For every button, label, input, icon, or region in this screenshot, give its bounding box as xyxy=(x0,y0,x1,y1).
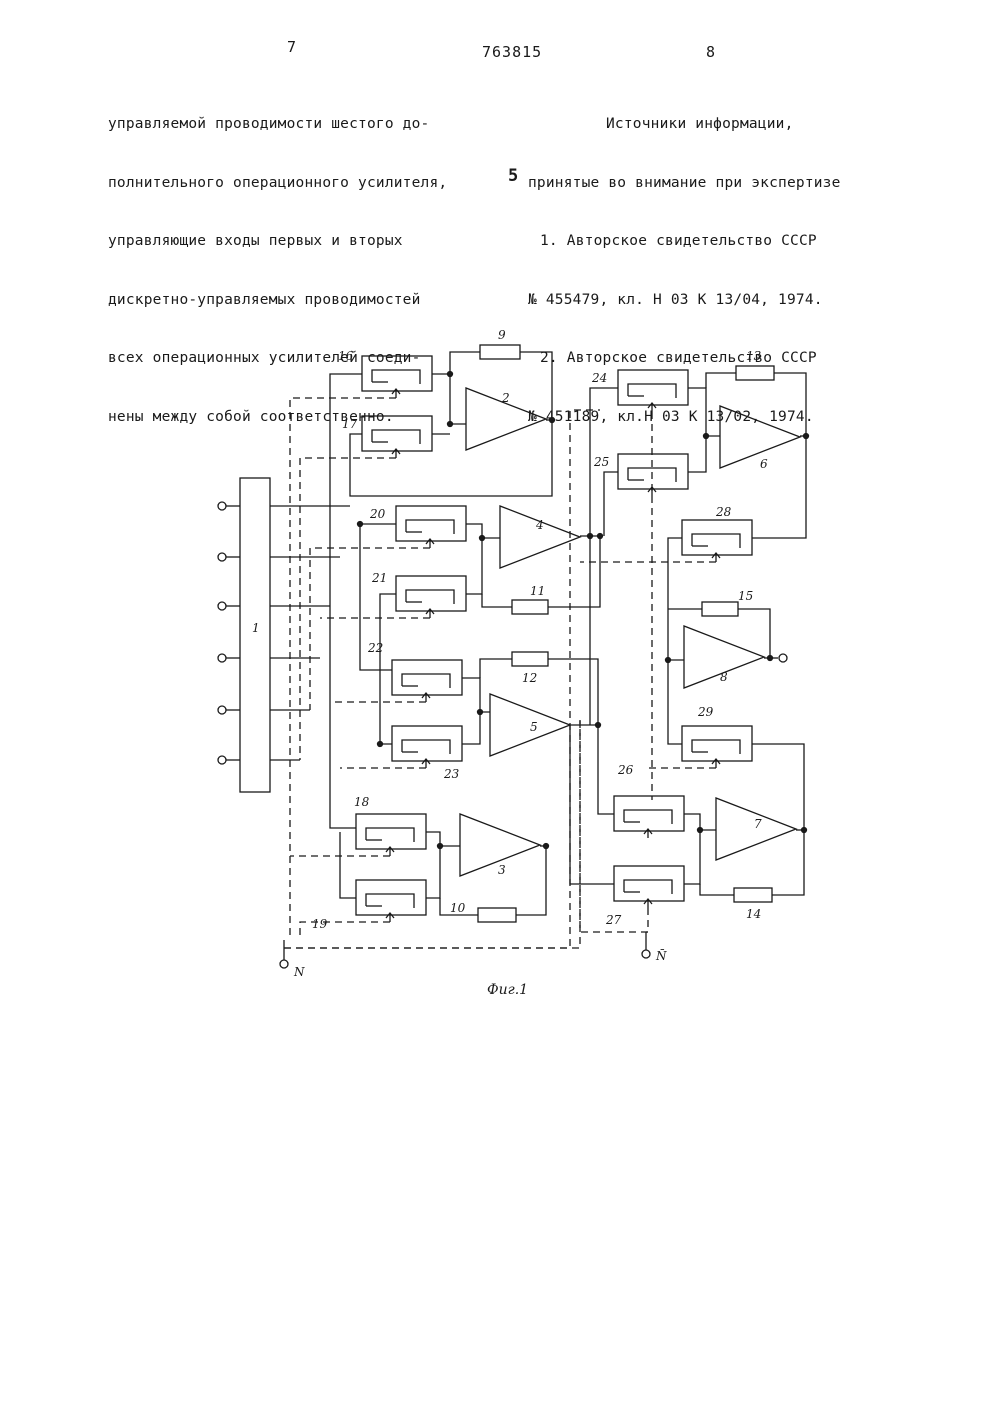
op-amp-4 xyxy=(500,506,580,568)
svg-text:28: 28 xyxy=(715,505,732,519)
svg-text:7: 7 xyxy=(754,817,762,831)
svg-text:19: 19 xyxy=(312,917,328,931)
svg-text:26: 26 xyxy=(617,763,634,777)
circuit-schematic: 1 2 4 5 3 6 8 7 9 10 11 12 13 14 15 16 1… xyxy=(200,320,820,1000)
page-number-right: 8 xyxy=(706,43,716,61)
resistor-13 xyxy=(736,366,774,380)
svg-text:20: 20 xyxy=(369,507,386,521)
svg-text:12: 12 xyxy=(522,671,537,685)
references-subtitle: принятые во внимание при экспертизе xyxy=(522,174,841,194)
svg-text:11: 11 xyxy=(530,584,545,598)
patent-number: 763815 xyxy=(482,43,542,61)
svg-text:6: 6 xyxy=(760,457,768,471)
svg-text:22: 22 xyxy=(367,641,383,655)
svg-text:3: 3 xyxy=(498,863,506,877)
circuit-diagram: 1 2 4 5 3 6 8 7 9 10 11 12 13 14 15 16 1… xyxy=(200,320,820,1000)
svg-text:16: 16 xyxy=(338,349,354,363)
svg-text:5: 5 xyxy=(530,720,538,734)
svg-text:21: 21 xyxy=(371,571,387,585)
svg-text:2: 2 xyxy=(501,391,510,405)
conductance-22 xyxy=(392,660,462,702)
page-number-left: 7 xyxy=(287,38,297,56)
svg-text:N̄: N̄ xyxy=(655,948,667,963)
conductance-26 xyxy=(614,796,684,838)
resistor-12 xyxy=(512,652,548,666)
resistor-14 xyxy=(734,888,772,902)
resistor-10 xyxy=(478,908,516,922)
conductance-20 xyxy=(396,506,466,548)
svg-text:1: 1 xyxy=(252,621,260,635)
input-terminals xyxy=(218,502,240,764)
resistor-9 xyxy=(480,345,520,359)
svg-text:27: 27 xyxy=(605,913,622,927)
conductance-24 xyxy=(618,370,688,412)
reference-item: № 455479, кл. Н 03 К 13/04, 1974. xyxy=(522,291,841,311)
text-line: полнительного операционного усилителя, xyxy=(108,174,447,194)
conductance-28 xyxy=(682,520,752,562)
svg-text:29: 29 xyxy=(697,705,714,719)
svg-text:18: 18 xyxy=(354,795,370,809)
resistor-11 xyxy=(512,600,548,614)
text-line: дискретно-управляемых проводимостей xyxy=(108,291,447,311)
figure-caption: Фиг.1 xyxy=(487,982,528,998)
conductance-27 xyxy=(614,866,684,908)
conductance-19 xyxy=(356,880,426,922)
svg-text:10: 10 xyxy=(450,901,466,915)
svg-text:9: 9 xyxy=(498,328,506,342)
svg-text:14: 14 xyxy=(746,907,761,921)
text-line: управляемой проводимости шестого до- xyxy=(108,115,447,135)
conductance-18 xyxy=(356,814,426,856)
conductance-25 xyxy=(618,454,688,496)
conductance-21 xyxy=(396,576,466,618)
block-1 xyxy=(240,478,270,792)
resistor-15 xyxy=(702,602,738,616)
references-title: Источники информации, xyxy=(522,115,841,135)
conductance-17 xyxy=(362,416,432,458)
svg-text:25: 25 xyxy=(593,455,609,469)
svg-text:15: 15 xyxy=(738,589,753,603)
reference-item: 1. Авторское свидетельство СССР xyxy=(522,232,841,252)
line-number-marker: 5 xyxy=(508,166,518,186)
svg-text:N: N xyxy=(293,965,305,979)
conductance-23 xyxy=(392,726,462,768)
conductance-29 xyxy=(682,726,752,768)
svg-text:24: 24 xyxy=(591,371,607,385)
text-line: управляющие входы первых и вторых xyxy=(108,232,447,252)
svg-text:13: 13 xyxy=(746,349,762,363)
svg-text:8: 8 xyxy=(720,670,728,684)
svg-text:17: 17 xyxy=(342,417,358,431)
conductance-16 xyxy=(362,356,432,398)
svg-text:4: 4 xyxy=(535,518,544,532)
svg-text:23: 23 xyxy=(443,767,460,781)
